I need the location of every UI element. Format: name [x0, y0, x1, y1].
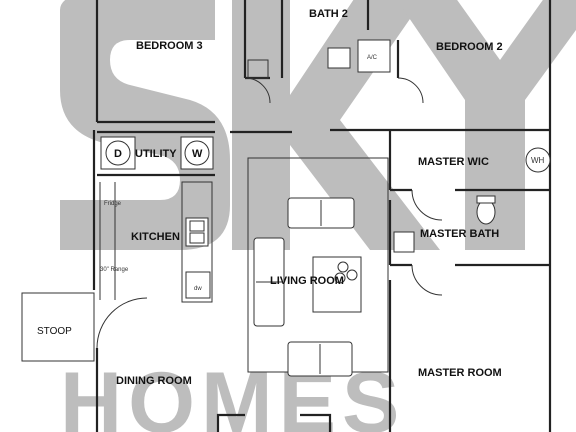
dishwasher-label: dw: [194, 286, 202, 292]
room-label-dining-room: DINING ROOM: [116, 375, 192, 387]
room-label-bedroom3: BEDROOM 3: [136, 40, 203, 52]
water-heater-label: WH: [531, 156, 545, 165]
washer-appliance: [180, 136, 214, 170]
room-label-living-room: LIVING ROOM: [270, 275, 344, 287]
dishwasher: [185, 271, 211, 299]
room-label-kitchen: KITCHEN: [131, 231, 180, 243]
room-label-utility: UTILITY: [135, 148, 177, 160]
room-label-master-room: MASTER ROOM: [418, 367, 502, 379]
water-heater: [525, 147, 551, 173]
toilet: [476, 199, 496, 225]
room-label-master-wic: MASTER WIC: [418, 156, 489, 168]
room-label-stoop: STOOP: [37, 326, 72, 337]
range-label: 30" Range: [100, 267, 129, 273]
master-bath-sink: [393, 231, 415, 253]
dryer-label: D: [114, 148, 122, 160]
room-label-master-bath: MASTER BATH: [420, 228, 499, 240]
bath2-sink: [327, 47, 351, 69]
room-label-bath2: BATH 2: [309, 8, 348, 20]
washer-label: W: [192, 148, 203, 160]
kitchen-sink: [185, 217, 209, 247]
ac-unit: [357, 39, 391, 73]
room-label-bedroom2: BEDROOM 2: [436, 41, 503, 53]
walls: [21, 0, 552, 432]
dryer-appliance: [100, 136, 136, 170]
coffee-table: [312, 256, 362, 313]
fixtures: [96, 39, 551, 377]
fixture-labels: D W WH A/C Fridge 30" Range dw: [100, 55, 545, 292]
homes-watermark-overlay: [62, 355, 126, 432]
fridge-label: Fridge: [104, 201, 122, 207]
room-labels: BATH 2 BEDROOM 3 BEDROOM 2 UTILITY MASTE…: [37, 8, 503, 387]
ac-label: A/C: [367, 55, 378, 61]
